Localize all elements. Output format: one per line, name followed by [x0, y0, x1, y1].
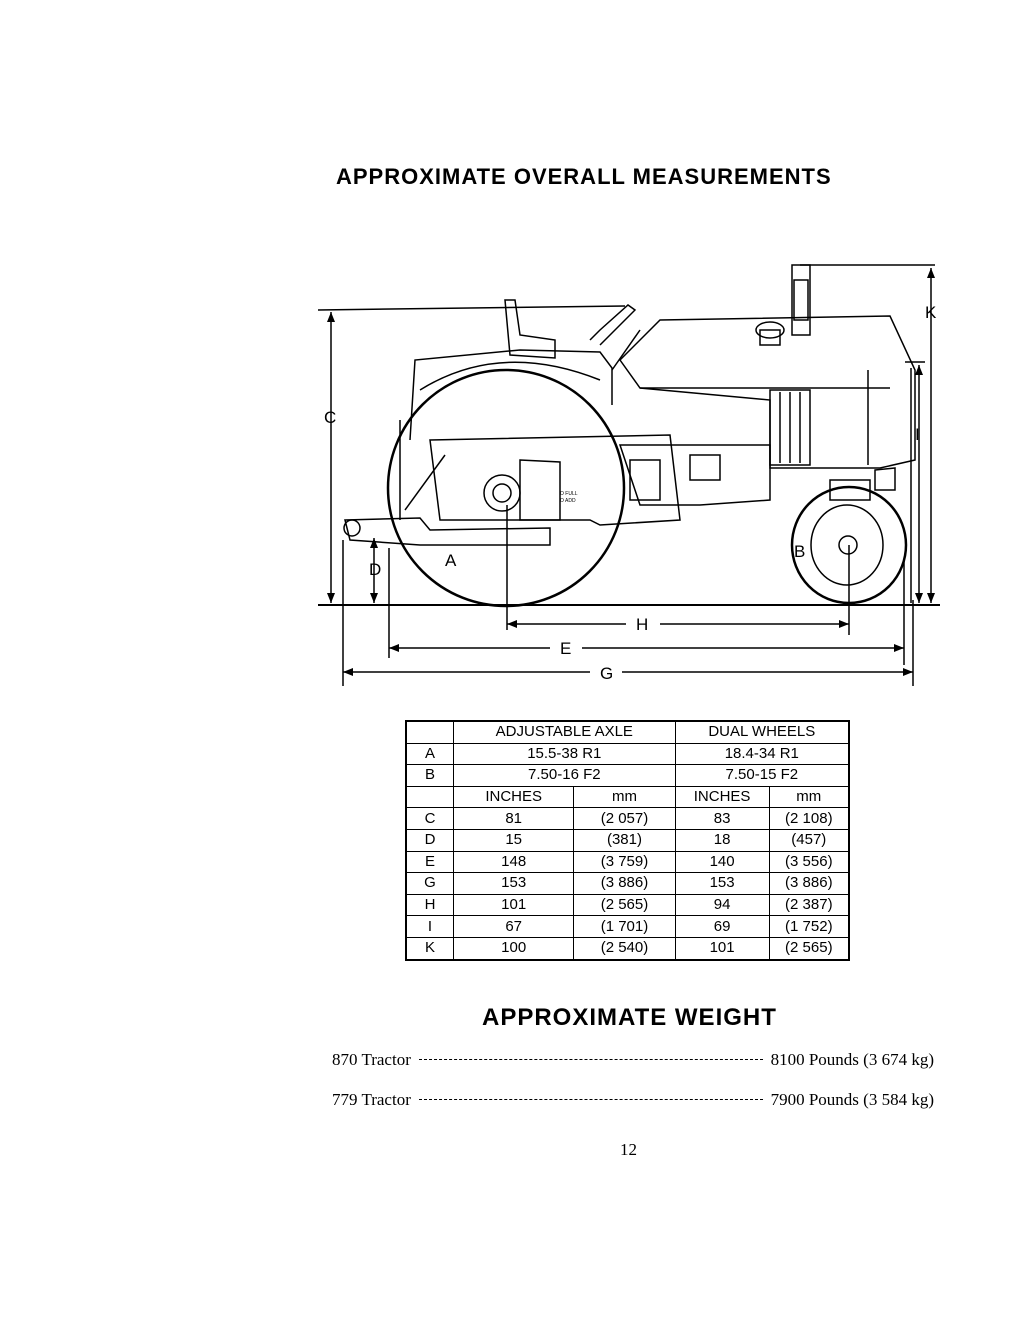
row-label: I: [405, 915, 454, 938]
weight-row: 779 Tractor 7900 Pounds (3 584 kg): [332, 1090, 934, 1110]
cell: 83: [674, 807, 770, 830]
row-label: C: [405, 807, 454, 830]
weight-heading: APPROXIMATE WEIGHT: [482, 1004, 777, 1031]
row-label: K: [405, 937, 454, 961]
cell: (2 108): [768, 807, 850, 830]
cell: (2 387): [768, 894, 850, 917]
unit-header: mm: [573, 786, 676, 809]
table-row: A 15.5-38 R1 18.4-34 R1: [405, 743, 850, 766]
dot-leader: [418, 1059, 763, 1060]
table-header-row: ADJUSTABLE AXLE DUAL WHEELS: [405, 721, 850, 744]
unit-header: INCHES: [674, 786, 770, 809]
table-row: G 153 (3 886) 153 (3 886): [405, 872, 850, 895]
table-row: H 101 (2 565) 94 (2 387): [405, 894, 850, 917]
unit-header-row: INCHES mm INCHES mm: [405, 786, 850, 809]
table-row: C 81 (2 057) 83 (2 108): [405, 807, 850, 830]
cell: (3 886): [768, 872, 850, 895]
row-label: E: [405, 851, 454, 874]
table-row: D 15 (381) 18 (457): [405, 829, 850, 852]
dim-label-g: G: [600, 664, 613, 683]
table-row: E 148 (3 759) 140 (3 556): [405, 851, 850, 874]
dim-label-b: B: [794, 542, 805, 561]
cell: 94: [674, 894, 770, 917]
cell: (2 057): [573, 807, 676, 830]
tractor-model: 779 Tractor: [332, 1090, 411, 1109]
cell: 18: [674, 829, 770, 852]
dim-label-a: A: [445, 551, 457, 570]
dim-label-h: H: [636, 615, 648, 634]
cell: (3 886): [573, 872, 676, 895]
unit-header: INCHES: [452, 786, 575, 809]
table-row: K 100 (2 540) 101 (2 565): [405, 937, 850, 961]
row-label: D: [405, 829, 454, 852]
cell: 69: [674, 915, 770, 938]
cell: 153: [674, 872, 770, 895]
dim-label-i: I: [915, 425, 920, 444]
tractor-drawing: [343, 264, 916, 608]
row-label: G: [405, 872, 454, 895]
cell: 81: [452, 807, 575, 830]
cell: (3 556): [768, 851, 850, 874]
tractor-weight: 7900 Pounds (3 584 kg): [770, 1090, 934, 1109]
dot-leader: [418, 1099, 763, 1100]
cell: 15: [452, 829, 575, 852]
dim-label-d: D: [369, 560, 381, 579]
cell: 100: [452, 937, 575, 961]
gauge-label-add: O ADD: [560, 498, 576, 504]
gauge-label-full: O FULL: [560, 491, 578, 497]
table-row: I 67 (1 701) 69 (1 752): [405, 915, 850, 938]
cell: 148: [452, 851, 575, 874]
dim-label-c: C: [324, 408, 336, 427]
row-label: A: [405, 743, 454, 766]
row-label: B: [405, 764, 454, 787]
page-title: APPROXIMATE OVERALL MEASUREMENTS: [336, 164, 832, 189]
cell: (3 759): [573, 851, 676, 874]
arrowheads: [327, 268, 935, 676]
cell: (1 701): [573, 915, 676, 938]
cell: (1 752): [768, 915, 850, 938]
table-row: B 7.50-16 F2 7.50-15 F2: [405, 764, 850, 787]
measurements-table: ADJUSTABLE AXLE DUAL WHEELS A 15.5-38 R1…: [405, 720, 850, 961]
cell: 101: [452, 894, 575, 917]
tractor-model: 870 Tractor: [332, 1050, 411, 1069]
tractor-weight: 8100 Pounds (3 674 kg): [770, 1050, 934, 1069]
axle-tire: 15.5-38 R1: [453, 743, 676, 766]
page-number: 12: [620, 1140, 637, 1159]
cell: (2 540): [573, 937, 676, 961]
axle-header: ADJUSTABLE AXLE: [453, 721, 676, 744]
cell: 140: [674, 851, 770, 874]
tractor-dimension-diagram: C D A B K I H E G O FULL O ADD: [317, 264, 940, 686]
cell: 153: [452, 872, 575, 895]
cell: 101: [674, 937, 770, 961]
cell: (457): [768, 829, 850, 852]
dim-label-e: E: [560, 639, 571, 658]
weight-row: 870 Tractor 8100 Pounds (3 674 kg): [332, 1050, 934, 1070]
axle-tire: 7.50-16 F2: [453, 764, 676, 787]
cell: (381): [573, 829, 676, 852]
cell: (2 565): [573, 894, 676, 917]
dual-tire: 7.50-15 F2: [674, 764, 850, 787]
dim-label-k: K: [925, 303, 937, 322]
dual-header: DUAL WHEELS: [674, 721, 850, 744]
cell: (2 565): [768, 937, 850, 961]
row-label: H: [405, 894, 454, 917]
unit-header: mm: [768, 786, 850, 809]
dual-tire: 18.4-34 R1: [674, 743, 850, 766]
dimension-lines: [317, 264, 935, 686]
cell: 67: [452, 915, 575, 938]
